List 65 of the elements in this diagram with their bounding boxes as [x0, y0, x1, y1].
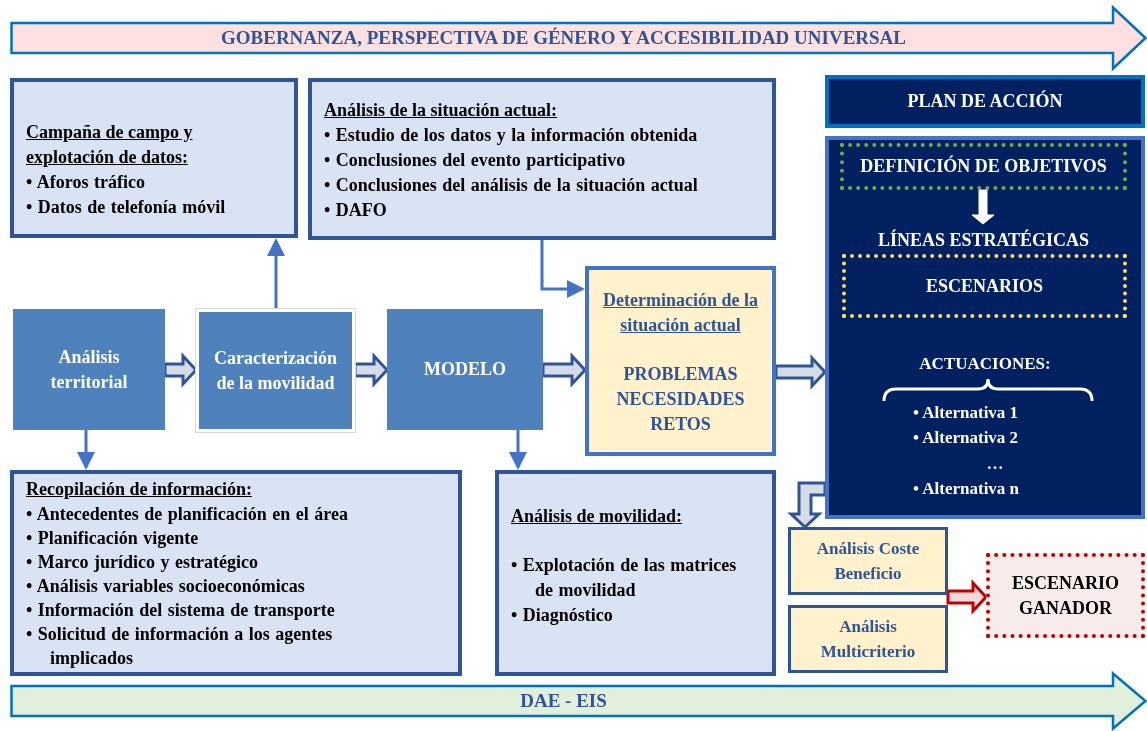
block-arrow	[541, 352, 588, 388]
banner-text: DAE - EIS	[519, 689, 608, 713]
box-label: Análisis Multicriterio	[819, 616, 917, 663]
result-item: RETOS	[649, 413, 712, 436]
banner-arrow	[10, 6, 1147, 70]
list-item: • Planificación vigente	[26, 527, 200, 550]
box-label: ESCENARIOS	[924, 274, 1044, 298]
list-item: • Alternativa 1	[912, 402, 1020, 424]
block-arrow	[946, 579, 989, 615]
list-item: • Aforos tráfico	[26, 171, 146, 194]
box-label: Análisis Coste Beneficio	[815, 538, 921, 585]
list-item: • Conclusiones del análisis de la situación actual	[324, 174, 699, 197]
block-arrow	[353, 352, 390, 388]
list-item: • Conclusiones del evento participativo	[324, 149, 627, 172]
list-item: • Marco jurídico y estratégico	[26, 551, 259, 574]
arrow	[267, 238, 285, 309]
result-item: NECESIDADES	[615, 388, 746, 411]
outcome-box	[986, 553, 1145, 638]
box-label: LÍNEAS ESTRATÉGICAS	[876, 228, 1091, 252]
ellipsis-text: …	[985, 453, 1005, 475]
list-item: • Solicitud de información a los agentes implicados	[26, 623, 334, 670]
list-heading: Campaña de campo y explotación de datos:	[26, 121, 194, 169]
arrow	[540, 240, 585, 298]
box-label: Caracterización de la movilidad	[213, 346, 338, 395]
title-box	[825, 75, 1145, 128]
list-heading: Análisis de la situación actual:	[324, 99, 558, 122]
block-arrow	[774, 354, 828, 390]
arrow	[509, 430, 527, 470]
box-label: Análisis territorial	[49, 345, 129, 394]
info-box	[10, 78, 298, 238]
list-item: • Datos de telefonía móvil	[26, 196, 227, 219]
box-label: ESCENARIO GANADOR	[1011, 571, 1120, 620]
list-item: • Información del sistema de transporte	[26, 599, 336, 622]
list-item: • Análisis variables socioeconómicas	[26, 575, 306, 598]
list-heading: Recopilación de información:	[26, 478, 252, 501]
box-label: PLAN DE ACCIÓN	[906, 89, 1064, 113]
process-box	[387, 309, 543, 430]
result-heading: Determinación de la situación actual	[602, 289, 759, 337]
info-box	[495, 470, 776, 676]
list-item: • Alternativa n	[912, 478, 1021, 500]
panel-heading: ACTUACIONES:	[918, 353, 1052, 375]
box-label: MODELO	[423, 358, 507, 381]
list-item: • Alternativa 2	[912, 427, 1020, 449]
analysis-box	[788, 605, 948, 673]
result-box	[585, 266, 776, 456]
list-item: • Explotación de las matrices de movilidad	[511, 554, 738, 602]
banner-arrow	[10, 672, 1147, 730]
block-arrow	[787, 481, 827, 530]
analysis-box	[788, 527, 948, 595]
process-box	[13, 309, 165, 430]
action-plan-panel	[825, 136, 1145, 519]
info-box	[10, 470, 462, 676]
list-item: • Antecedentes de planificación en el área	[26, 503, 349, 526]
process-box	[196, 309, 355, 432]
arrow	[77, 430, 95, 470]
list-item: • Estudio de los datos y la información obtenida	[324, 124, 699, 147]
banner-text: GOBERNANZA, PERSPECTIVA DE GÉNERO Y ACCESIBILIDAD UNIVERSAL	[220, 26, 907, 50]
box-label: DEFINICIÓN DE OBJETIVOS	[859, 154, 1108, 178]
list-item: • Diagnóstico	[511, 604, 614, 627]
info-box	[308, 78, 776, 240]
block-arrow	[971, 189, 995, 225]
scenarios-box	[842, 254, 1127, 318]
list-item: • DAFO	[324, 199, 388, 222]
list-heading: Análisis de movilidad:	[511, 505, 683, 528]
result-item: PROBLEMAS	[622, 363, 739, 386]
